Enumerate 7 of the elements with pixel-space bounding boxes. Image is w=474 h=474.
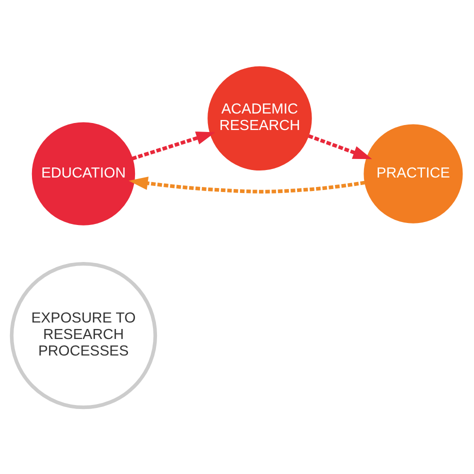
node-circle: ACADEMIC RESEARCH (208, 66, 312, 171)
node-circle: EXPOSURE TO RESEARCH PROCESSES (10, 262, 158, 410)
node-circle: PRACTICE (364, 124, 463, 224)
arrow (308, 134, 372, 160)
arrow (132, 132, 216, 160)
node-circle: EDUCATION (32, 122, 136, 226)
arrow (128, 176, 366, 194)
